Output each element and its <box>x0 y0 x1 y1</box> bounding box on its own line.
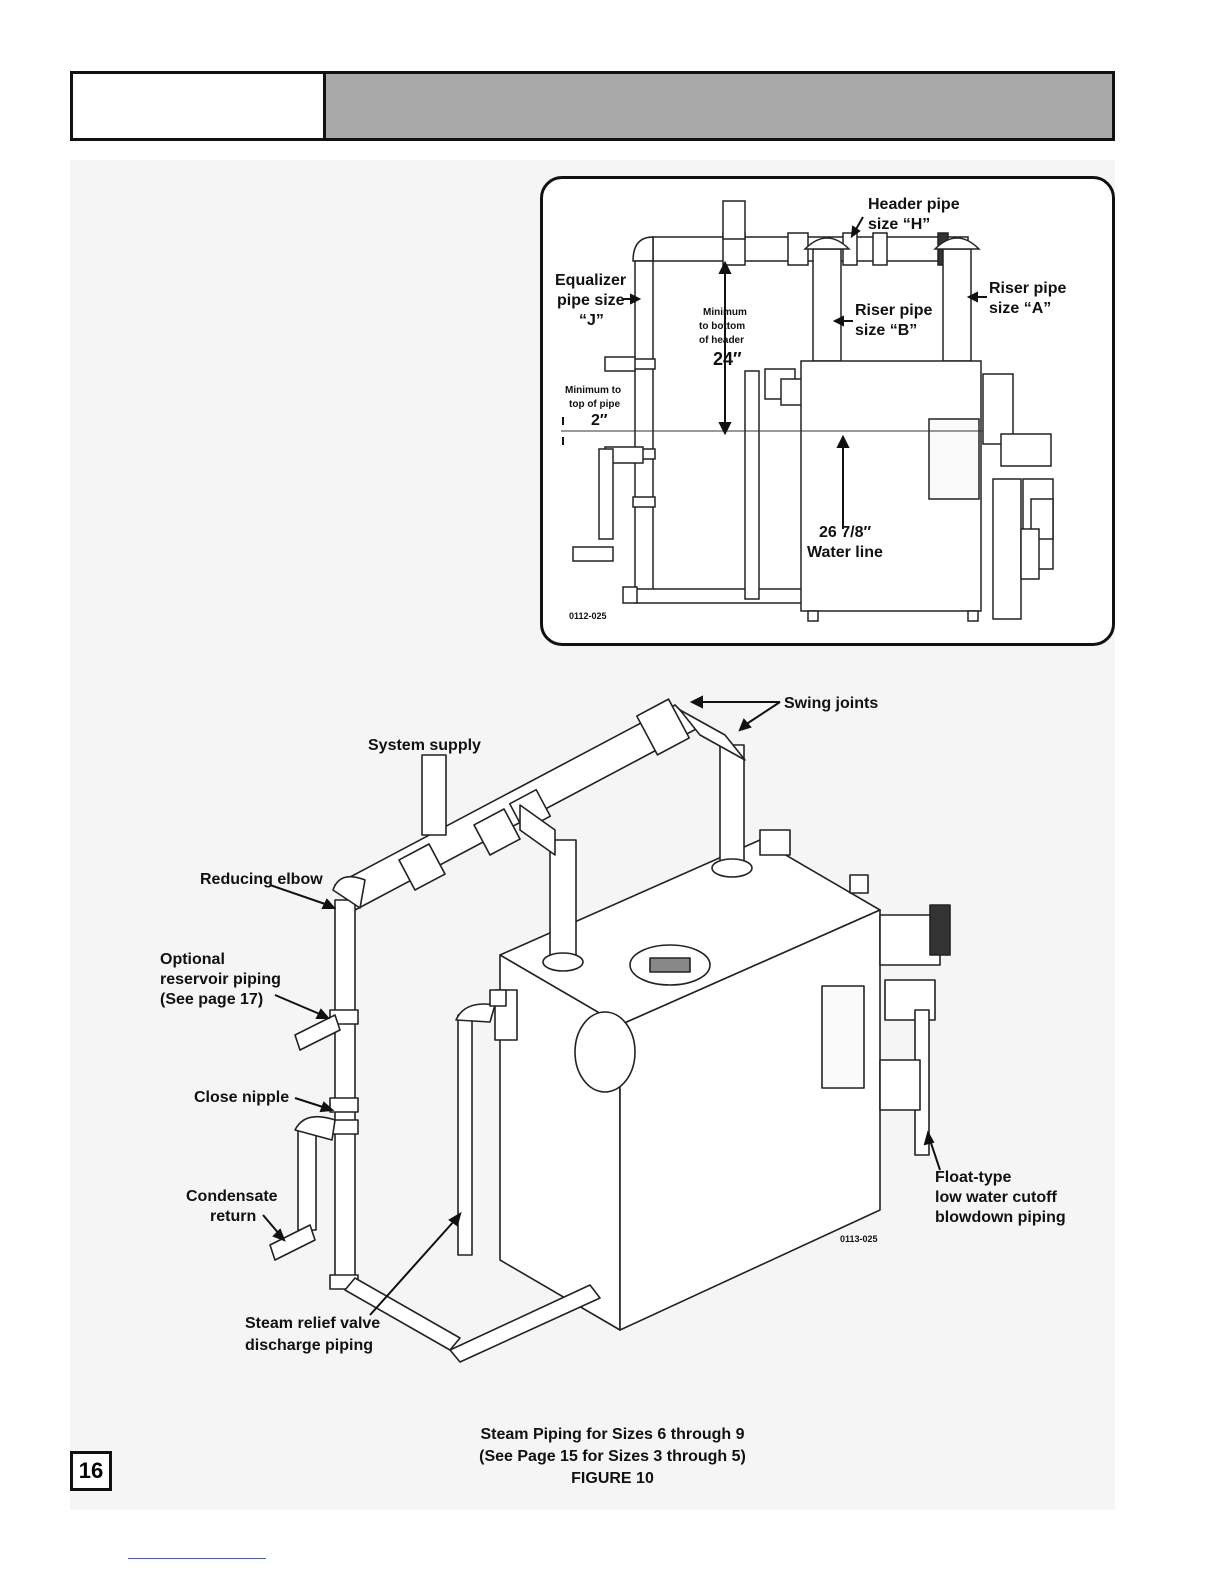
swing-joints-label: Swing joints <box>784 695 879 712</box>
float-cutoff-line2: low water cutoff <box>935 1189 1057 1206</box>
page-number: 16 <box>70 1451 112 1491</box>
equalizer-size-label: pipe size <box>557 292 625 309</box>
boiler-elevation-figure: Header pipe size “H” Equalizer pipe size… <box>540 176 1115 646</box>
boiler-isometric-figure: Swing joints System supply Reducing elbo… <box>150 690 1100 1410</box>
min-header-line1: Minimum <box>703 307 747 318</box>
float-cutoff-line3: blowdown piping <box>935 1209 1066 1226</box>
equalizer-label: Equalizer <box>555 272 627 289</box>
page-header <box>70 71 1115 141</box>
riser-a-label: Riser pipe <box>989 280 1067 297</box>
min-pipe-line1: Minimum to <box>565 385 622 396</box>
min-header-line2: to bottom <box>699 321 746 332</box>
relief-valve-line2: discharge piping <box>245 1337 374 1354</box>
condensate-return-line1: Condensate <box>186 1188 278 1205</box>
isometric-drawing <box>262 695 951 1363</box>
optional-reservoir-line1: Optional <box>160 951 225 968</box>
optional-reservoir-line2: reservoir piping <box>160 971 281 988</box>
relief-valve-line1: Steam relief valve <box>245 1315 381 1332</box>
min-header-value: 24″ <box>713 349 742 369</box>
riser-b-size-label: size “B” <box>855 322 918 339</box>
caption-line3: FIGURE 10 <box>571 1470 654 1487</box>
caption-line2: (See Page 15 for Sizes 3 through 5) <box>479 1448 746 1465</box>
riser-a-size-label: size “A” <box>989 300 1052 317</box>
equalizer-j-label: “J” <box>579 312 604 329</box>
float-cutoff-line1: Float-type <box>935 1169 1012 1186</box>
header-pipe-label: Header pipe <box>868 196 960 213</box>
header-size-label: size “H” <box>868 216 931 233</box>
water-line-label: Water line <box>807 544 883 561</box>
water-line-value: 26 7/8″ <box>819 524 872 541</box>
header-section-box <box>73 74 326 138</box>
figure-main-code: 0113-025 <box>840 1234 878 1244</box>
min-header-line3: of header <box>699 335 745 346</box>
condensate-return-line2: return <box>210 1208 257 1225</box>
reducing-elbow-label: Reducing elbow <box>200 871 323 888</box>
figure-top-code: 0112-025 <box>569 611 607 621</box>
figure-caption: Steam Piping for Sizes 6 through 9 (See … <box>300 1424 925 1490</box>
riser-b-label: Riser pipe <box>855 302 933 319</box>
caption-line1: Steam Piping for Sizes 6 through 9 <box>480 1426 745 1443</box>
footer-link-rule <box>128 1558 266 1559</box>
close-nipple-label: Close nipple <box>194 1089 290 1106</box>
optional-reservoir-line3: (See page 17) <box>160 991 264 1008</box>
min-pipe-line2: top of pipe <box>569 399 621 410</box>
min-pipe-value: 2″ <box>591 412 608 429</box>
system-supply-label: System supply <box>368 737 481 754</box>
header-title-bar <box>326 74 1112 138</box>
elevation-drawing <box>561 200 1054 622</box>
